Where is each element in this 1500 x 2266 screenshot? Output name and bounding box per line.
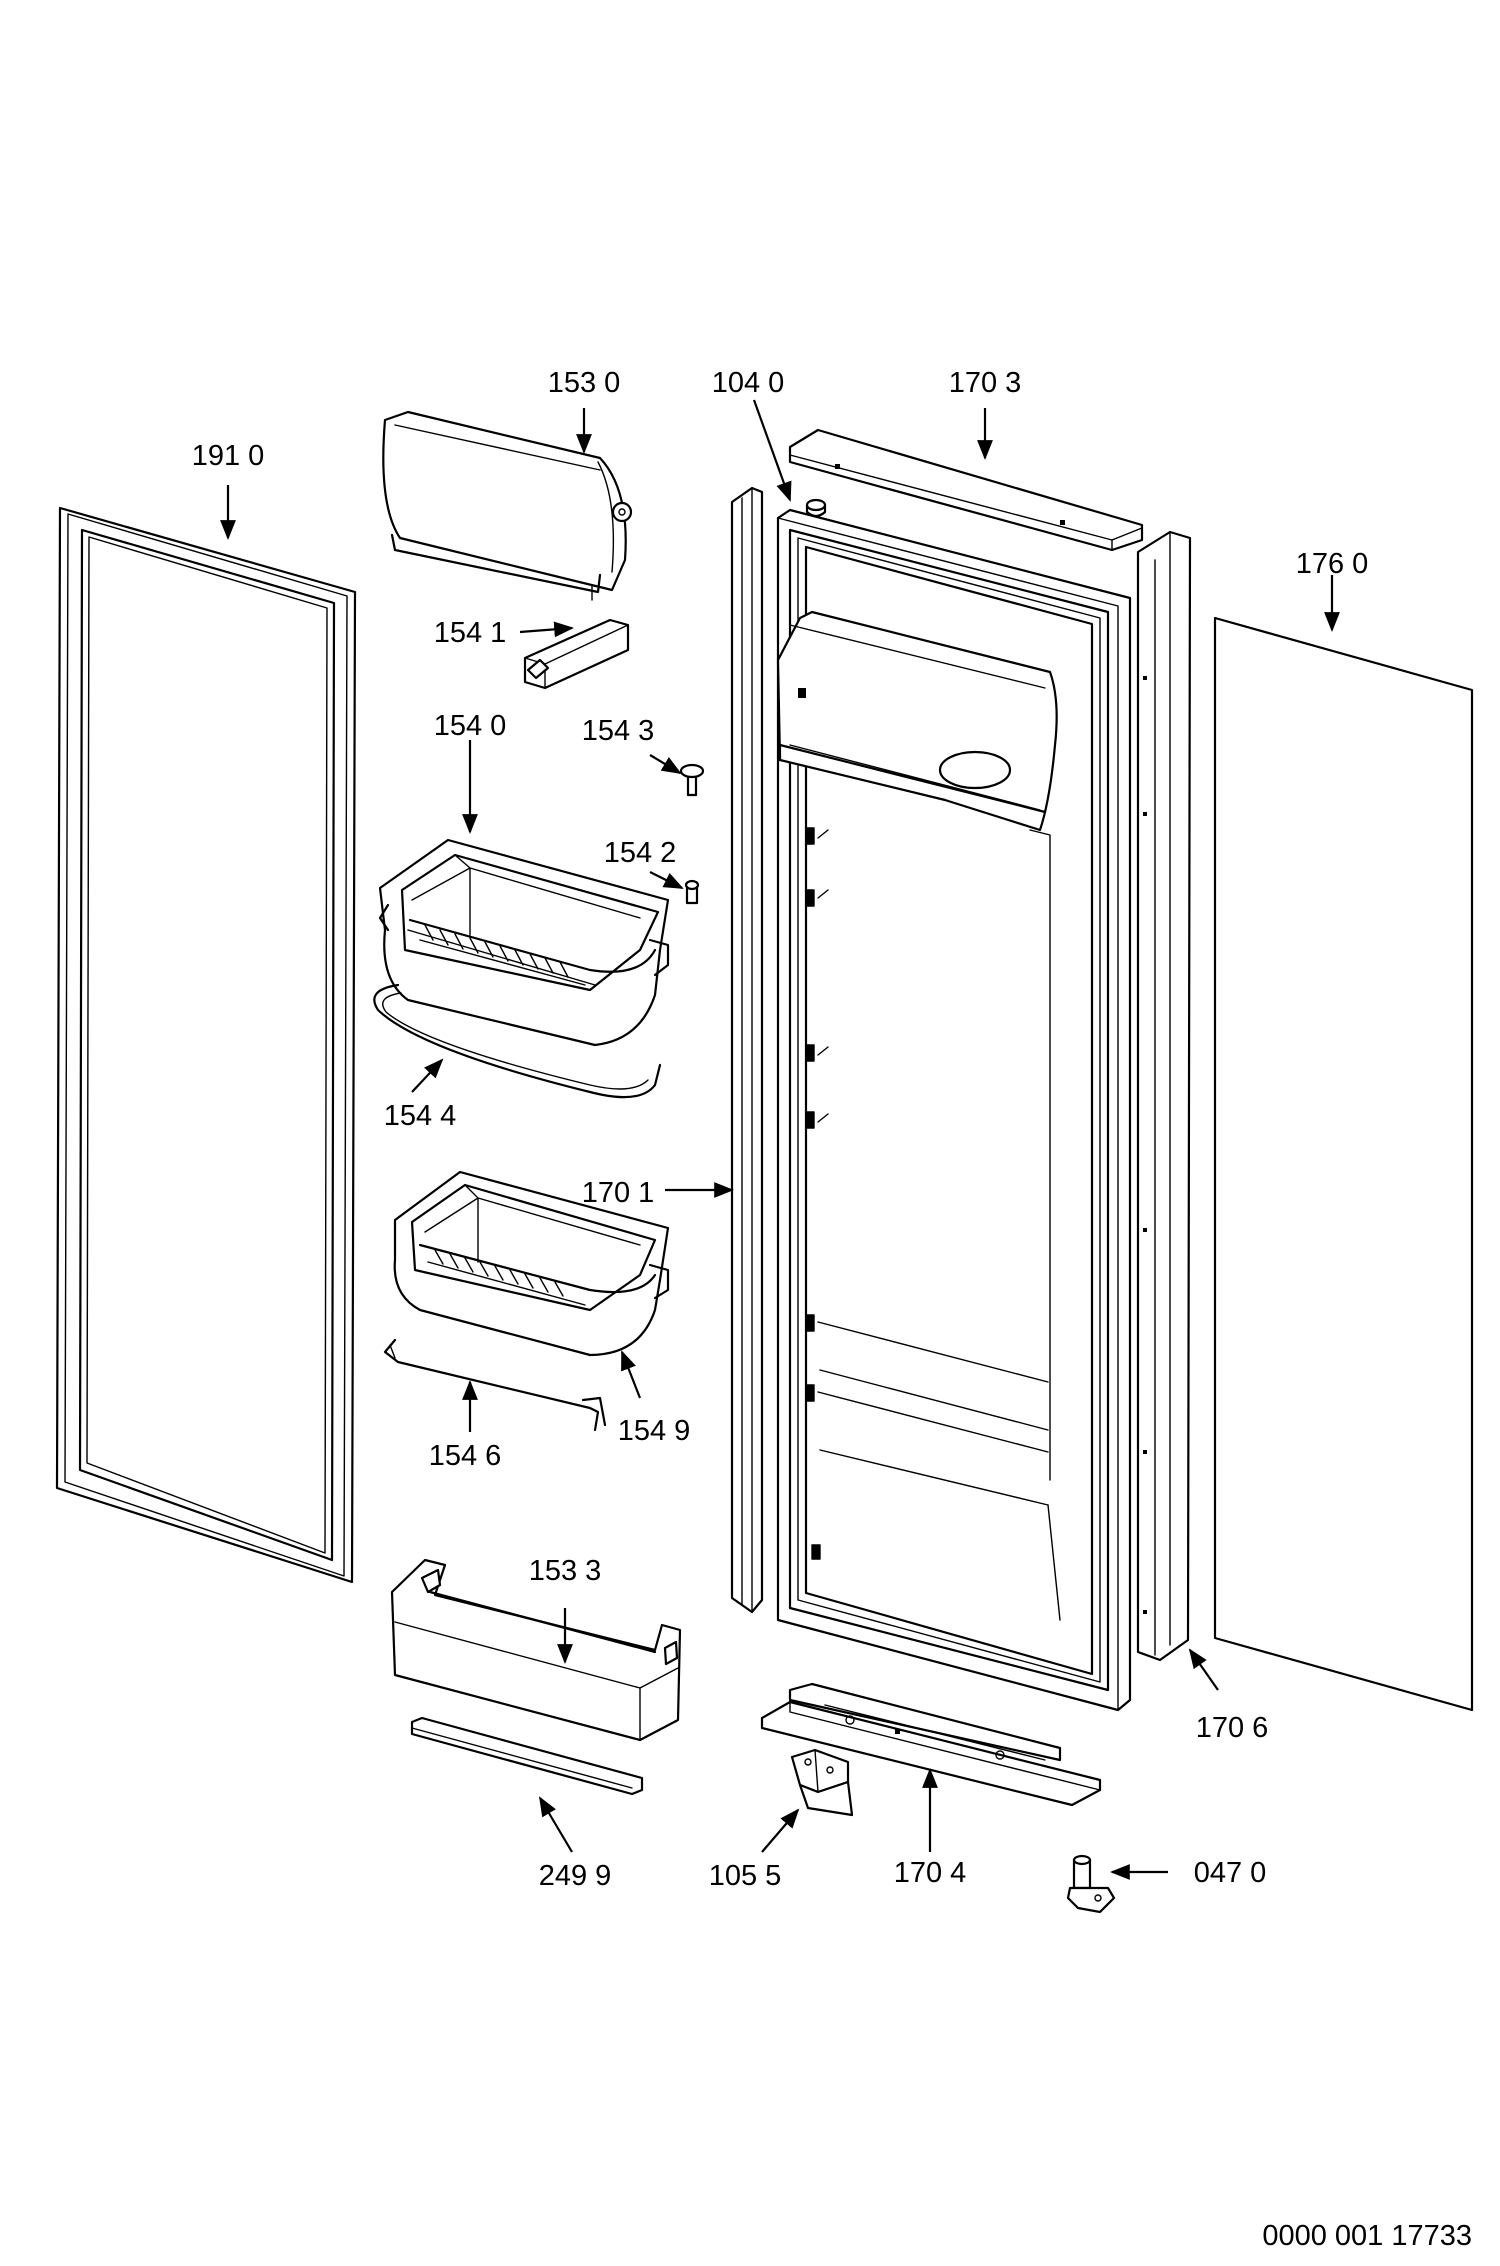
label-170-4: 170 4 — [894, 1857, 967, 1889]
bottom-shelf-part — [390, 1558, 682, 1742]
top-trim-part — [788, 428, 1144, 552]
label-154-2: 154 2 — [604, 837, 677, 869]
hinge-bracket-part — [790, 1748, 854, 1817]
label-249-9: 249 9 — [539, 1860, 612, 1892]
upper-bin-part — [378, 838, 670, 1047]
screw-part-1542 — [684, 879, 700, 905]
label-154-3: 154 3 — [582, 715, 655, 747]
lower-wire-rail-part — [383, 1338, 607, 1432]
door-body-part — [730, 486, 1132, 1712]
right-side-extrusion-part — [1136, 530, 1192, 1662]
label-154-6: 154 6 — [429, 1440, 502, 1472]
clip-part — [523, 618, 630, 690]
label-154-0: 154 0 — [434, 710, 507, 742]
shelf-clip-holders — [805, 827, 1049, 1560]
label-047-0: 047 0 — [1194, 1857, 1267, 1889]
label-104-0: 104 0 — [712, 367, 785, 399]
label-170-3: 170 3 — [949, 367, 1022, 399]
label-154-9: 154 9 — [618, 1415, 691, 1447]
label-154-4: 154 4 — [384, 1100, 457, 1132]
bottom-trim-part — [760, 1682, 1102, 1807]
label-153-3: 153 3 — [529, 1555, 602, 1587]
label-170-1: 170 1 — [582, 1177, 655, 1209]
door-gasket-part — [55, 506, 357, 1584]
lower-bin-part — [393, 1170, 670, 1357]
label-191-0: 191 0 — [192, 440, 265, 472]
top-bushing-part — [805, 498, 827, 518]
label-154-1: 154 1 — [434, 617, 507, 649]
top-cover-part — [382, 410, 633, 601]
rear-panel-part — [1213, 616, 1474, 1712]
label-170-6: 170 6 — [1196, 1712, 1269, 1744]
leader-arrows — [220, 399, 1340, 1880]
trim-strip-part — [410, 1716, 644, 1796]
drawing-code: 0000 001 17733 — [1262, 2220, 1472, 2252]
hinge-pin-part — [1066, 1854, 1116, 1914]
label-105-5: 105 5 — [709, 1860, 782, 1892]
upper-wire-rail-part — [373, 983, 662, 1099]
screw-part-1543 — [679, 763, 705, 797]
label-176-0: 176 0 — [1296, 548, 1369, 580]
label-153-0: 153 0 — [548, 367, 621, 399]
